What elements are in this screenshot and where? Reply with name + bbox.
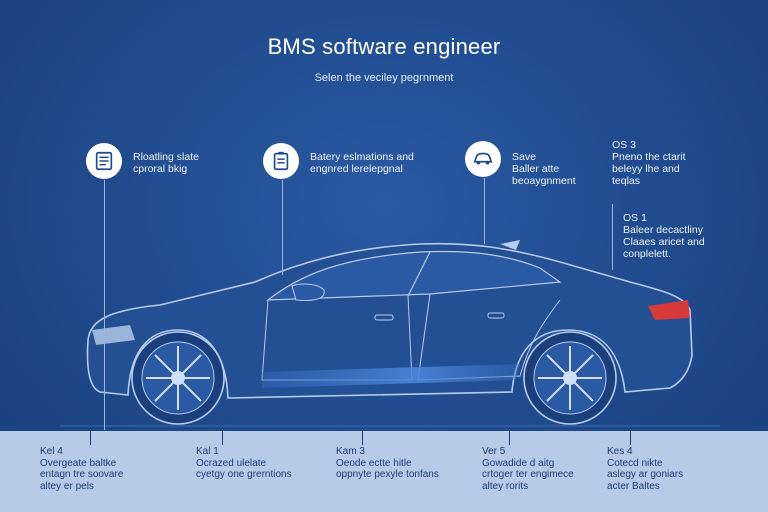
callout-3-line-1: Save (512, 151, 536, 163)
bottom-tick-1 (90, 431, 91, 445)
page-subtitle: Selen the veciley pegrnment (314, 72, 454, 84)
bottom-column-3-line-1: Oeode ectte hitle (336, 457, 412, 469)
bottom-column-4: Ver 5 Gowadide d aitg crtoger ter engime… (482, 446, 574, 492)
callout-5-line-4: conplelett. (623, 248, 671, 260)
car-door-handle (374, 314, 394, 321)
bottom-column-1-line-3: altey er pels (40, 480, 94, 492)
bottom-column-2-line-1: Ocrazed ulelate (196, 457, 267, 469)
callout-3: Save Baller atte beoaygnment (512, 151, 576, 187)
connector-line-3 (484, 178, 485, 244)
bottom-column-1-num: Kel 4 (40, 446, 63, 457)
bottom-column-5-line-3: acter Baltes (607, 480, 660, 492)
bottom-column-4-num: Ver 5 (482, 446, 506, 457)
car-rear-door-line (417, 293, 561, 381)
bottom-column-5-num: Kes 4 (607, 446, 633, 457)
bottom-column-1-line-2: entagn tre soovare (40, 469, 124, 480)
battery-report-icon (263, 143, 299, 179)
document-list-icon (86, 143, 122, 179)
bottom-tick-2 (222, 431, 223, 445)
bottom-column-2: Kal 1 Ocrazed ulelate cyetgy one grernti… (196, 446, 292, 481)
callout-5-line-2: Baleer decactliny (623, 224, 703, 236)
bottom-column-5-line-2: aslegy ar goniars (607, 469, 684, 480)
callout-1-line-1: Rloatling slate (133, 151, 199, 163)
callout-4-line-2: Pneno the ctarit (612, 151, 686, 163)
callout-4-line-3: beleyy lhe and (612, 163, 680, 175)
bottom-tick-5 (630, 431, 631, 445)
car-door-handle-rear (487, 312, 505, 319)
bottom-column-1-line-1: Overgeate baltke (40, 457, 117, 469)
connector-line-4 (612, 204, 613, 270)
bottom-column-3: Kam 3 Oeode ectte hitle oppnyte pexyle t… (336, 446, 439, 481)
callout-3-line-3: beoaygnment (512, 175, 576, 187)
callout-5-line-3: Claaes aricet and (623, 236, 705, 248)
car-headlight (92, 325, 135, 345)
bottom-column-4-line-2: crtoger ter engimece (482, 469, 574, 480)
callout-5-line-1: OS 1 (623, 212, 647, 224)
callout-5: OS 1 Baleer decactliny Claaes aricet and… (623, 212, 705, 260)
bottom-column-5: Kes 4 Cotecd nikte aslegy ar goniars act… (607, 446, 683, 492)
rear-wheel (523, 331, 617, 425)
bottom-band (0, 431, 768, 512)
car-window (266, 250, 562, 301)
car-spoiler (500, 240, 520, 250)
callout-2: Batery eslmations and engnred lerelepgna… (310, 151, 414, 175)
bottom-tick-3 (362, 431, 363, 445)
callout-1: Rloatling slate cproral bkig (133, 151, 199, 175)
callout-4: OS 3 Pneno the ctarit beleyy lhe and teq… (612, 139, 686, 187)
car-sill-glow (262, 364, 520, 388)
bottom-column-3-num: Kam 3 (336, 446, 365, 457)
bottom-column-4-line-3: altey rorits (482, 480, 529, 492)
bottom-column-3-line-2: oppnyte pexyle tonfans (336, 469, 439, 480)
callout-1-line-2: cproral bkig (133, 163, 188, 175)
callout-2-line-1: Batery eslmations and (310, 151, 414, 163)
bottom-column-4-line-1: Gowadide d aitg (482, 457, 555, 469)
car-mirror (291, 283, 325, 301)
page-title: BMS software engineer (267, 34, 501, 59)
front-wheel (131, 331, 225, 425)
bottom-column-1: Kel 4 Overgeate baltke entagn tre soovar… (40, 446, 123, 492)
callout-4-line-1: OS 3 (612, 139, 636, 151)
connector-line-2 (282, 180, 283, 275)
bottom-column-5-line-1: Cotecd nikte (607, 457, 663, 469)
car-icon (465, 141, 501, 177)
bottom-column-2-line-2: cyetgy one grerntions (196, 469, 292, 480)
callout-3-line-2: Baller atte (512, 163, 560, 175)
car-b-pillar (407, 251, 431, 297)
bottom-tick-4 (509, 431, 510, 445)
bottom-column-2-num: Kal 1 (196, 446, 219, 457)
car-taillight (648, 300, 690, 320)
callout-2-line-2: engnred lerelepgnal (310, 163, 403, 175)
callout-4-line-4: teqlas (612, 175, 641, 187)
connector-line-1 (104, 180, 105, 430)
